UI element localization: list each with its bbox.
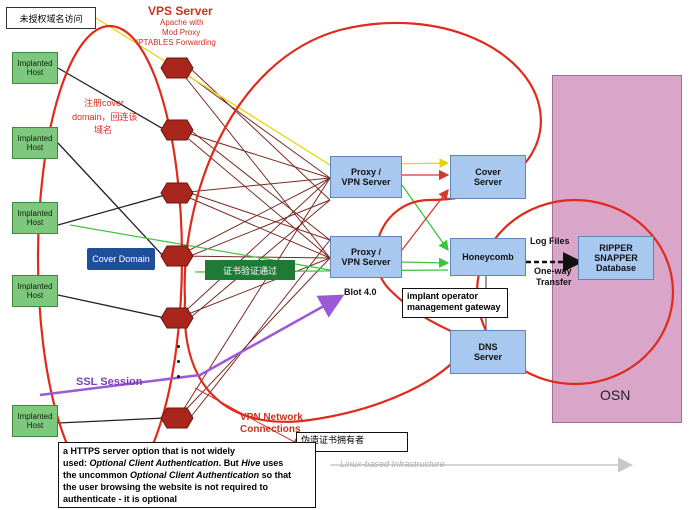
ssl-session-label: SSL Session [76, 376, 143, 388]
host-label: Host [26, 143, 44, 152]
vpn-network-arrow [194, 387, 301, 446]
host-label: Host [26, 68, 44, 77]
blot-label: Blot 4.0 [344, 287, 377, 297]
host-label: Implanted [17, 412, 53, 421]
register-cover-note-1: 注册cover [84, 98, 125, 108]
host-label: Implanted [17, 134, 53, 143]
proxy2-honeycomb-link [401, 257, 450, 269]
vps-hex-2 [160, 119, 194, 141]
proxy1-honeycomb-link [401, 184, 449, 252]
vps-hex-4 [160, 245, 194, 267]
vps-server-title: VPS Server [148, 4, 213, 18]
one-way-label: One-way [534, 266, 572, 276]
vps-hex-3 [160, 182, 194, 204]
ssl-session-arrow [39, 294, 345, 397]
host-label: Host [26, 291, 44, 300]
register-cover-note-3: 域名 [94, 125, 113, 135]
proxy-vpn-server-1: Proxy /VPN Server [330, 156, 402, 198]
infrastructure-loop [183, 21, 542, 423]
vps-hex-6 [160, 407, 194, 429]
proxy-vpn-server-2: Proxy /VPN Server [330, 236, 402, 278]
vpn-network-label-2: Connections [240, 424, 301, 435]
cover-domain-tag: Cover Domain [87, 248, 155, 270]
log-files-label: Log Files [530, 236, 570, 246]
hex-proxy-mesh [177, 67, 331, 419]
unauthorized-domain-tag: 未授权域名访问 [6, 7, 96, 29]
transfer-label: Transfer [536, 277, 572, 287]
vps-hex-5 [160, 307, 194, 329]
host-label: Implanted [17, 282, 53, 291]
register-cover-note-2: domain，回连该 [72, 112, 138, 122]
osn-label: OSN [600, 387, 631, 403]
https-option-note: a HTTPS server option that is not widely… [58, 442, 316, 508]
vpn-network-label-1: VPN Network [240, 412, 303, 423]
ellipsis-dot [177, 345, 180, 348]
vps-hex-1 [160, 57, 194, 79]
honeycomb-server: Honeycomb [450, 238, 526, 276]
cert-verified-tag: 证书验证通过 [205, 260, 295, 280]
ellipsis-dot [177, 360, 180, 363]
host-label: Host [26, 421, 44, 430]
vps-server-subtitle-2: Mod Proxy [162, 28, 201, 37]
host-label: Implanted [17, 209, 53, 218]
vps-server-subtitle-1: Apache with [160, 18, 204, 27]
vps-server-subtitle-3: IPTABLES Forwarding [136, 38, 216, 47]
linux-infra-label: Linux-based Infrastructure [340, 459, 445, 469]
host-label: Host [26, 218, 44, 227]
ellipsis-dot [177, 375, 180, 378]
host-label: Implanted [17, 59, 53, 68]
